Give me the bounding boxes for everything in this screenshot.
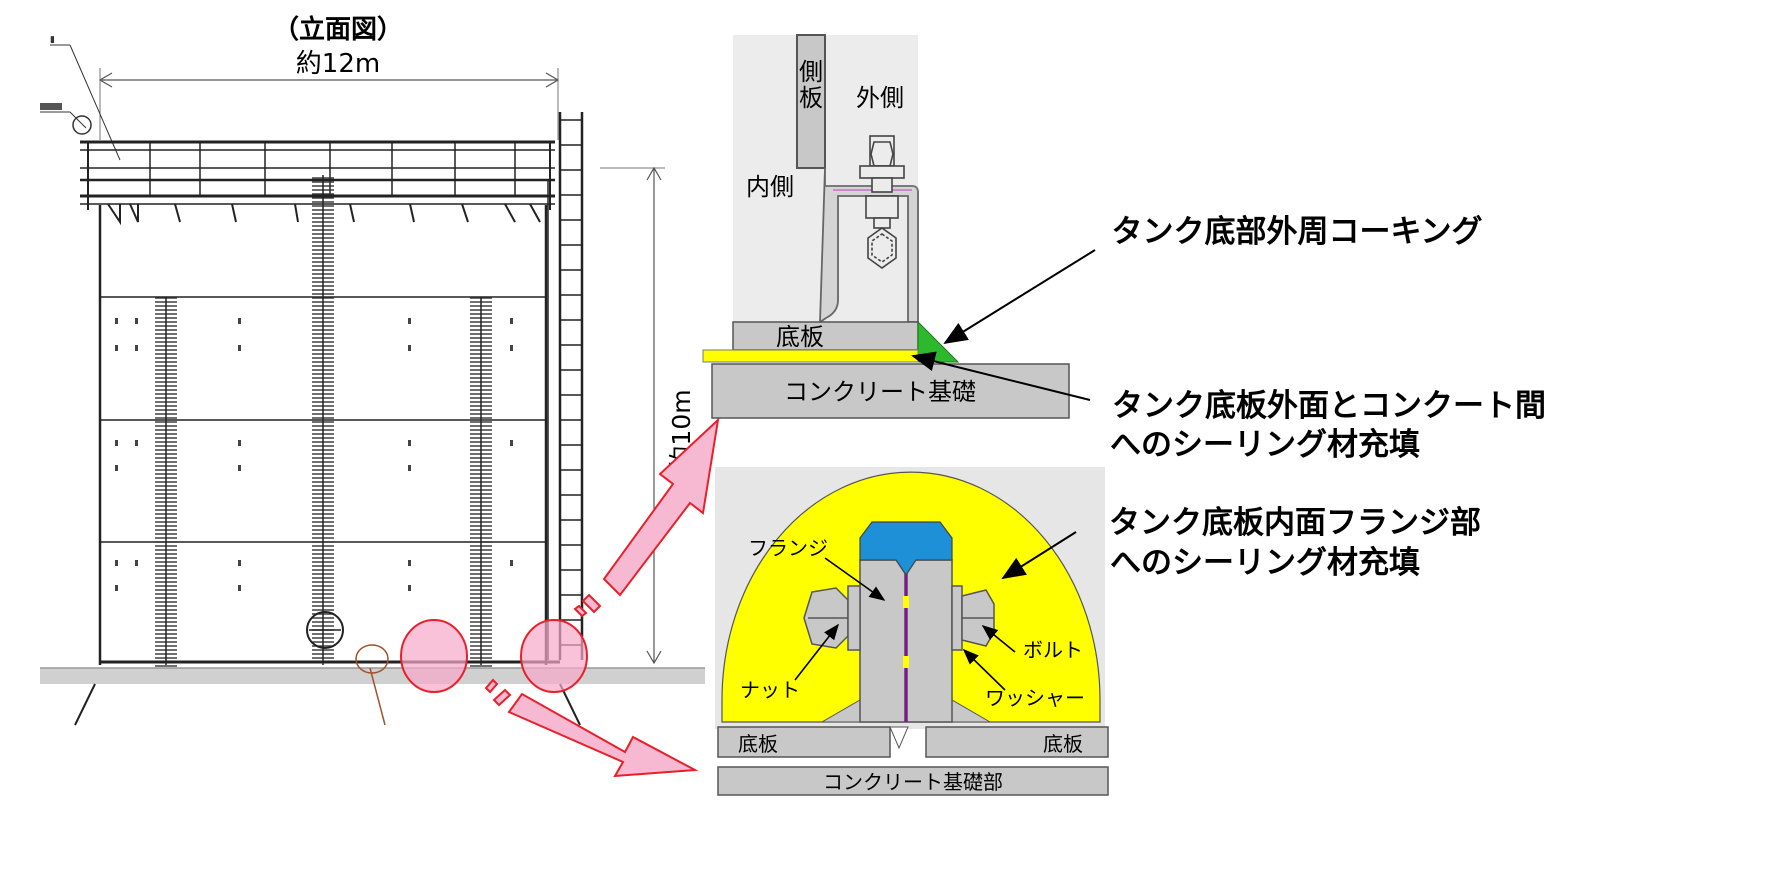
outside-label: 外側 <box>856 84 904 112</box>
inside-label: 内側 <box>746 173 794 201</box>
pink-arrows <box>484 417 720 778</box>
bottom-plate-left <box>717 726 891 758</box>
arrow-to-top-detail <box>602 417 720 597</box>
bottom-plate-left-label: 底板 <box>738 732 778 756</box>
foundation-label: コンクリート基礎 <box>784 378 976 406</box>
flange-label: フランジ <box>748 536 828 560</box>
cap-sealant <box>859 521 953 577</box>
washer-label: ワッシャー <box>985 686 1085 710</box>
side-plate-label-part: 板 <box>799 84 823 112</box>
callout-sealing-outer-line2: へのシーリング材充填 <box>1110 427 1420 463</box>
foundation-bottom-label: コンクリート基礎部 <box>823 770 1003 794</box>
bottom-plate-right <box>925 726 1109 758</box>
top-callouts: タンク底部外周コーキング タンク底板外面とコンクート間 へのシーリング材充填 <box>911 214 1546 463</box>
callout-sealing-outer-line1: タンク底板外面とコンクート間 <box>1112 388 1546 424</box>
callout-sealing-inner-line2: へのシーリング材充填 <box>1110 545 1420 581</box>
top-bolt <box>859 135 905 269</box>
marker-circle-brown <box>355 644 389 674</box>
arrow-to-bottom-detail <box>507 692 699 778</box>
ladder <box>547 112 584 660</box>
detail-bottom: 底板 底板 コンクリート基礎部 フランジ ボルト ナット ワッシャー <box>715 467 1109 796</box>
width-dimension-label: 約12m <box>296 49 380 79</box>
flange-left <box>859 559 906 723</box>
callout-caulking: タンク底部外周コーキング <box>1111 214 1482 250</box>
nut <box>803 585 861 651</box>
bolt <box>951 585 995 651</box>
bottom-plate-right-label: 底板 <box>1043 732 1083 756</box>
svg-text:▮: ▮ <box>50 35 55 45</box>
concrete-foundation-bottom <box>717 766 1109 796</box>
highlight-circle-inner <box>400 619 468 693</box>
bottom-plate <box>732 321 919 351</box>
caulking-fill <box>917 320 960 363</box>
bottom-plate-label: 底板 <box>776 323 824 351</box>
highlight-circle-outer <box>520 619 588 693</box>
concrete-foundation <box>711 363 1070 419</box>
flange-right <box>906 559 953 723</box>
side-plate-label-part: 側 <box>799 58 823 86</box>
nut-label: ナット <box>740 678 800 702</box>
elevation-title: （立面図） <box>273 14 403 45</box>
detail-top: 側 板 外側 内側 底板 コンクリート基礎 <box>702 34 1070 419</box>
bolt-label: ボルト <box>1023 638 1083 662</box>
elevation-drawing: （立面図） 約12m ▮ 約10m <box>40 14 705 726</box>
callout-sealing-inner-line1: タンク底板内面フランジ部 <box>1109 505 1481 541</box>
tank-body <box>98 175 560 667</box>
bottom-callout: タンク底板内面フランジ部 へのシーリング材充填 <box>1001 505 1481 581</box>
sealant-strip <box>702 349 919 363</box>
